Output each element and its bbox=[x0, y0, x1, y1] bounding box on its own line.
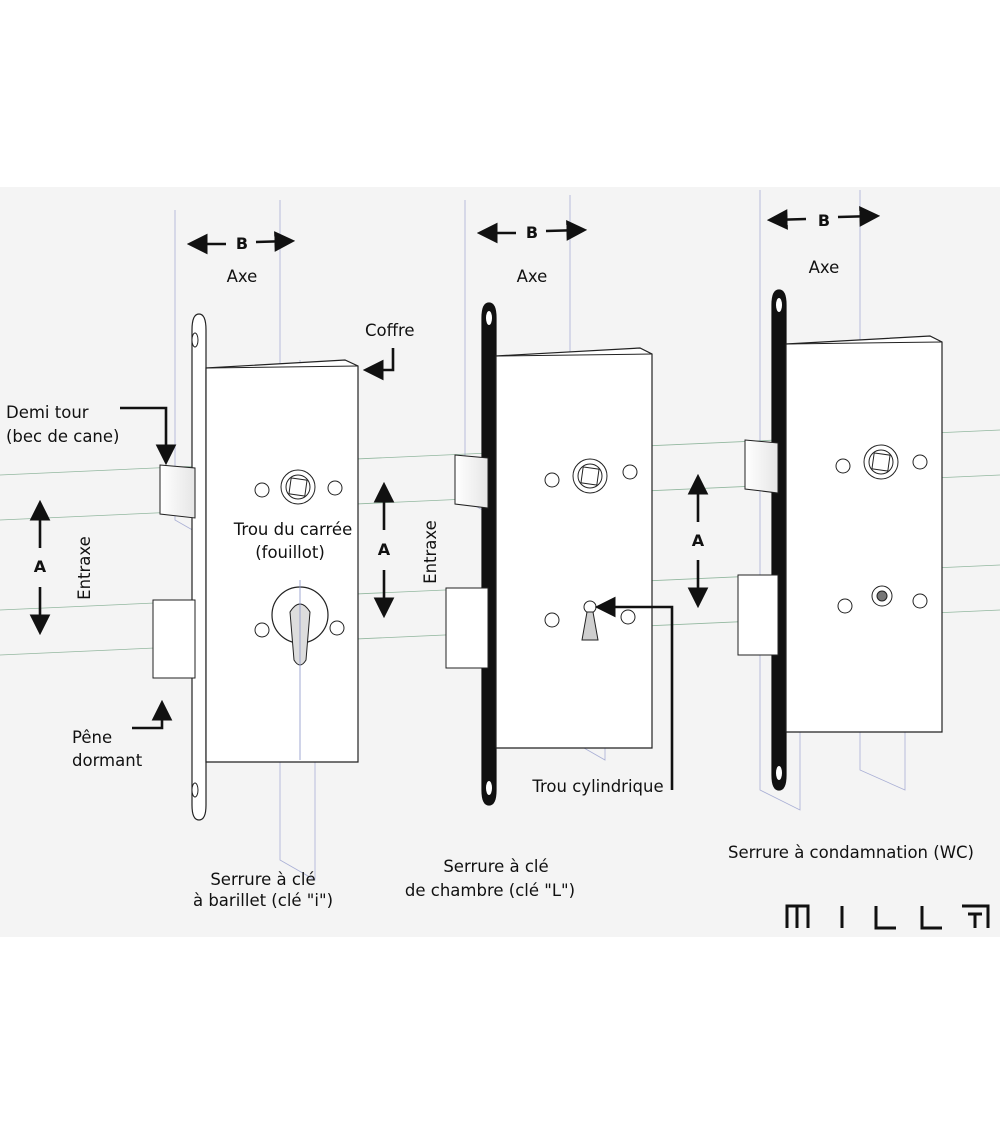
callout-trou-cylindrique: Trou cylindrique bbox=[531, 777, 663, 796]
lock-2-axe-label: Axe bbox=[517, 267, 548, 286]
callout-demi-tour-2: (bec de cane) bbox=[6, 427, 119, 446]
callout-trou-carre-1: Trou du carrée bbox=[233, 520, 352, 539]
lock-3-deadbolt bbox=[737, 574, 779, 656]
lock-3-dim-b: B bbox=[818, 211, 830, 230]
lock-2-case bbox=[495, 347, 653, 749]
lock-1-deadbolt bbox=[152, 599, 196, 679]
lock-3-axe-label: Axe bbox=[809, 258, 840, 277]
lock-1-entraxe-label: Entraxe bbox=[75, 536, 94, 600]
lock-3-follower bbox=[835, 444, 928, 480]
callout-leaders bbox=[120, 348, 674, 790]
lock-3-case bbox=[785, 335, 943, 733]
lock-3-turn-hole bbox=[837, 585, 928, 614]
callout-pene-1: Pêne bbox=[72, 728, 112, 747]
lock-2-entraxe-label: Entraxe bbox=[421, 520, 440, 584]
lock-1-follower bbox=[254, 469, 343, 505]
lock-1-faceplate bbox=[191, 313, 207, 821]
lock-3-faceplate bbox=[771, 289, 787, 791]
callout-demi-tour-1: Demi tour bbox=[6, 403, 89, 422]
lock-1-latch bbox=[159, 464, 196, 519]
lock-1-axe-label: Axe bbox=[227, 267, 258, 286]
lock-1-dim-b: B bbox=[236, 234, 248, 253]
lock-3-latch bbox=[744, 439, 779, 494]
callout-coffre: Coffre bbox=[365, 321, 415, 340]
lock-2-follower bbox=[544, 458, 638, 494]
lock-2-caption-1: Serrure à clé bbox=[443, 857, 548, 876]
callout-pene-2: dormant bbox=[72, 751, 143, 770]
lock-2-caption-2: de chambre (clé "L") bbox=[405, 881, 575, 900]
lock-3-wc bbox=[737, 190, 943, 811]
lock-2-deadbolt bbox=[445, 587, 489, 669]
lock-1-cylinder bbox=[152, 200, 359, 881]
lock-1-caption-2: à barillet (clé "i") bbox=[193, 891, 333, 910]
lock-2-keyhole bbox=[544, 600, 636, 641]
lock-1-case bbox=[205, 359, 359, 763]
dimension-arrows bbox=[29, 206, 881, 636]
brand-logo bbox=[785, 904, 990, 930]
lock-2-faceplate bbox=[481, 302, 497, 806]
lock-3-caption: Serrure à condamnation (WC) bbox=[728, 843, 974, 862]
lock-2-dim-b: B bbox=[526, 223, 538, 242]
lock-1-dim-a: A bbox=[34, 557, 47, 576]
lock-3-dim-a: A bbox=[692, 531, 705, 550]
lock-2-latch bbox=[454, 454, 489, 509]
lock-2-dim-a-left: A bbox=[378, 540, 391, 559]
lock-1-caption-1: Serrure à clé bbox=[210, 870, 315, 889]
callout-trou-carre-2: (fouillot) bbox=[255, 543, 325, 562]
lock-2-chamber bbox=[445, 195, 653, 806]
